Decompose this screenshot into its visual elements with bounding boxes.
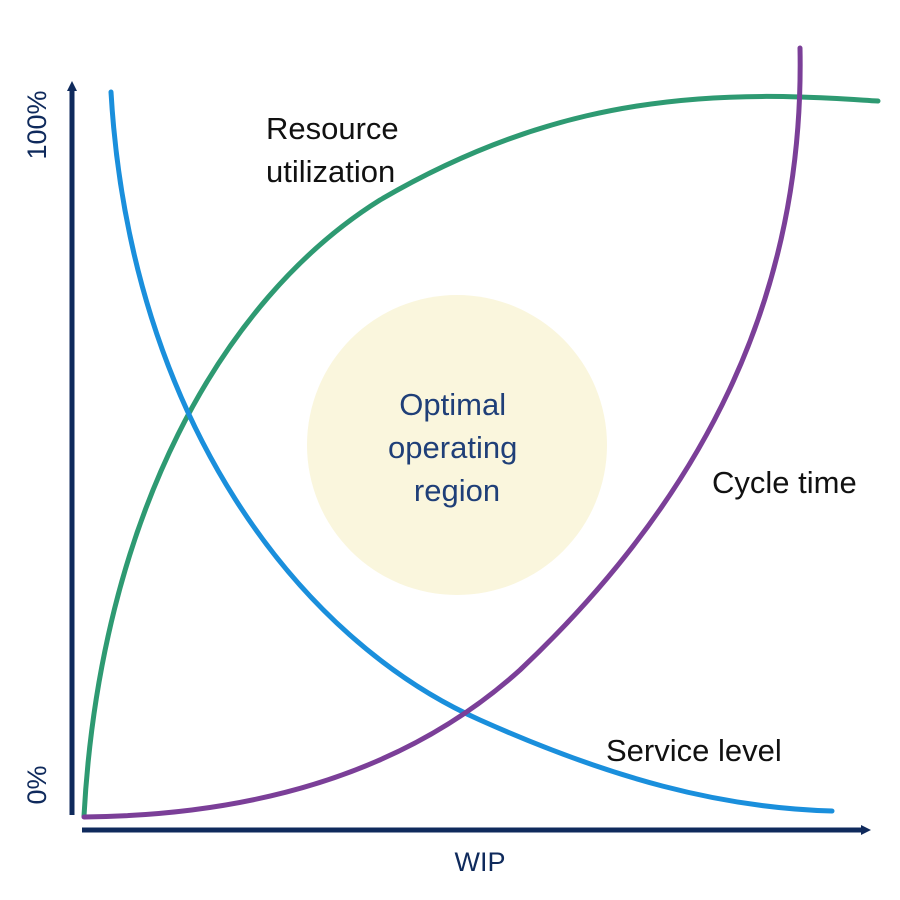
optimal-region-circle [307,295,607,595]
service-level-label: Service level [606,733,782,768]
optimal-region-line3: region [414,473,500,508]
optimal-region-label: Optimal operating region [388,387,526,508]
x-axis-label: WIP [455,847,506,877]
cycle-time-curve [81,45,803,820]
service-level-curve [108,89,835,814]
resource-utilization-label-line2: utilization [266,154,395,189]
cycle-time-label: Cycle time [712,465,857,500]
optimal-region-line2: operating [388,430,517,465]
y-axis-bottom-label: 0% [22,765,52,804]
resource-utilization-label-line1: Resource [266,111,399,146]
resource-utilization-label: Resource utilization [266,111,407,189]
optimal-region-line1: Optimal [399,387,506,422]
y-axis-top-label: 100% [22,90,52,159]
